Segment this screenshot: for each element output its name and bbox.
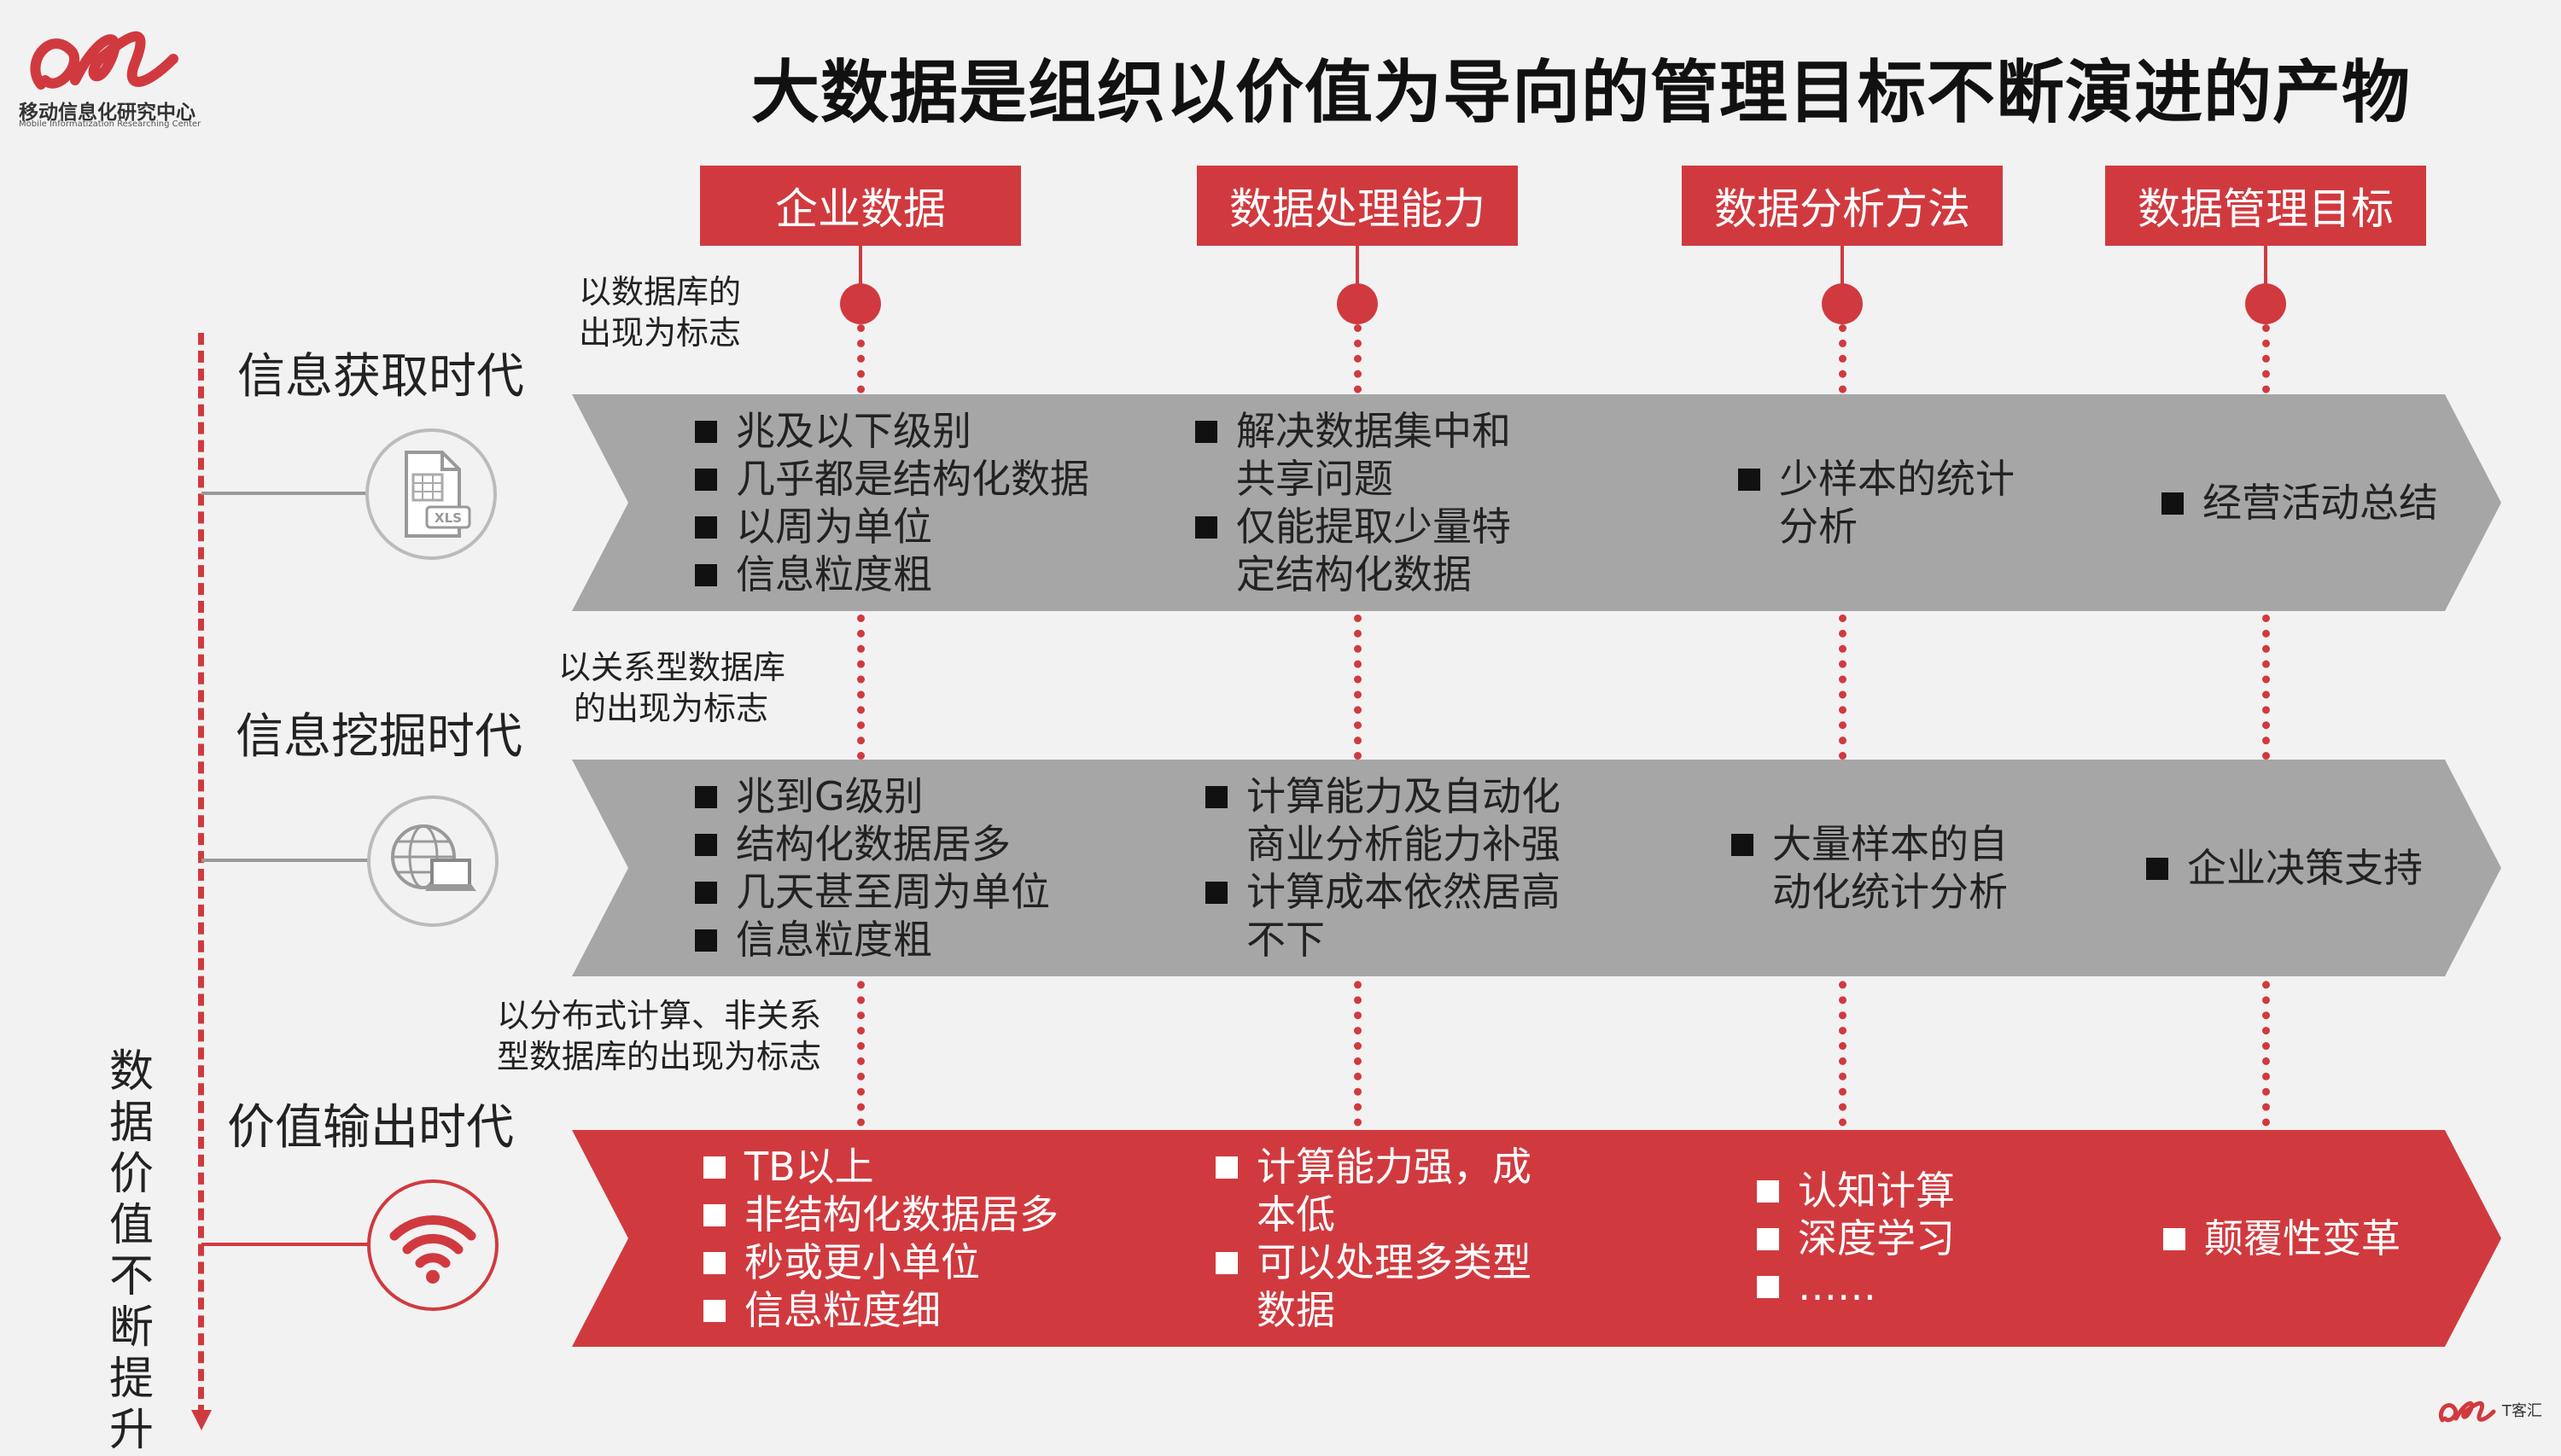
column-stub (859, 246, 862, 294)
era-connector (201, 859, 369, 862)
column-dotted-line (857, 324, 865, 1127)
column-stub (1356, 246, 1359, 294)
era1-cell-enterprise-data: 兆及以下级别 几乎都是结构化数据 以周为单位 信息粒度粗 (572, 394, 1161, 611)
column-dotted-line (1354, 324, 1362, 1127)
logo-icon (30, 31, 178, 90)
era-icon-circle (367, 795, 499, 927)
column-dot (1337, 283, 1378, 324)
column-dot (1822, 283, 1863, 324)
era-note: 以数据库的出现为标志 (579, 273, 742, 352)
era-title-information-acquisition: 信息获取时代 (237, 349, 524, 405)
logo-text-cn: 移动信息化研究中心 (19, 102, 195, 124)
era1-cell-processing-capability: 解决数据集中和 共享问题 仅能提取少量特 定结构化数据 (1098, 394, 1687, 611)
value-axis-line (198, 333, 204, 1417)
svg-text:XLS: XLS (435, 510, 462, 526)
column-header-management-goal: 数据管理目标 (2105, 166, 2426, 246)
era3-cell-enterprise-data: TB以上 非结构化数据居多 秒或更小单位 信息粒度细 (572, 1130, 1161, 1347)
value-axis-arrow-icon (191, 1410, 212, 1430)
era-title-information-mining: 信息挖掘时代 (236, 709, 522, 765)
wifi-icon (389, 1215, 476, 1284)
era-icon-circle: XLS (365, 428, 497, 560)
era-note: 以分布式计算、非关系型数据库的出现为标志 (497, 997, 822, 1075)
xls-file-icon: XLS (405, 451, 471, 538)
page-title: 大数据是组织以价值为导向的管理目标不断演进的产物 (751, 53, 2411, 132)
column-dot (840, 283, 881, 324)
value-axis-label: 数据价值不断提升 (108, 1046, 154, 1456)
column-dot (2245, 283, 2286, 324)
column-header-processing-capability: 数据处理能力 (1197, 166, 1518, 246)
era3-cell-management-goal: 颠覆性变革 (2028, 1130, 2501, 1347)
watermark-logo-icon (2439, 1401, 2496, 1423)
column-header-analysis-method: 数据分析方法 (1682, 166, 2003, 246)
watermark: T客汇 (2437, 1395, 2542, 1425)
era1-cell-management-goal: 经营活动总结 (2028, 394, 2501, 611)
column-dotted-line (1839, 324, 1846, 1127)
globe-laptop-icon (391, 824, 476, 891)
era2-cell-analysis-method: 大量样本的自 动化统计分析 (1617, 760, 2109, 976)
era-connector (201, 1243, 369, 1246)
column-stub (1841, 246, 1844, 294)
era2-cell-processing-capability: 计算能力及自动化 商业分析能力补强 计算成本依然居高 不下 (1098, 760, 1687, 976)
column-stub (2264, 246, 2267, 294)
era3-cell-processing-capability: 计算能力强，成 本低 可以处理多类型 数据 (1098, 1130, 1687, 1347)
logo-text-en: Mobile Informatization Researching Cente… (19, 119, 201, 129)
era3-cell-analysis-method: 认知计算 深度学习 …… (1617, 1130, 2109, 1347)
era-title-value-output: 价值输出时代 (227, 1100, 514, 1156)
era-connector (201, 492, 369, 495)
column-dotted-line (2262, 324, 2270, 1127)
era-icon-circle (367, 1179, 499, 1311)
column-header-enterprise-data: 企业数据 (700, 166, 1021, 246)
era2-cell-management-goal: 企业决策支持 (2028, 760, 2501, 976)
era1-cell-analysis-method: 少样本的统计 分析 (1617, 394, 2109, 611)
era2-cell-enterprise-data: 兆到G级别 结构化数据居多 几天甚至周为单位 信息粒度粗 (572, 760, 1161, 976)
era-note: 以关系型数据库的出现为标志 (558, 649, 786, 727)
